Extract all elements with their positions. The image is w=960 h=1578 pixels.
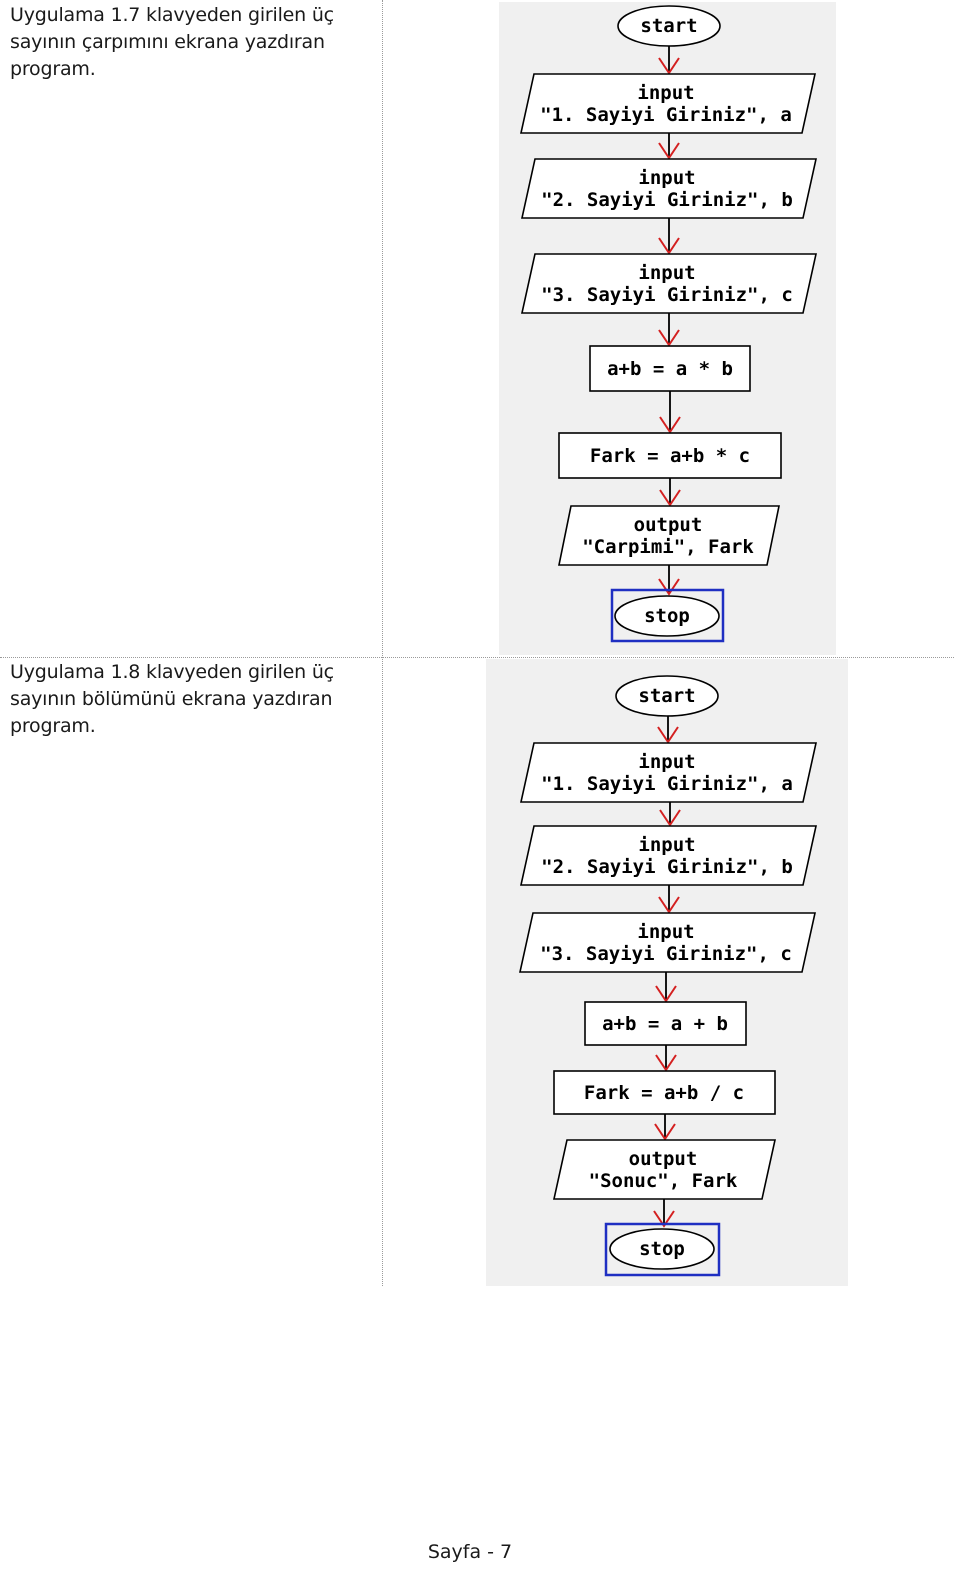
arrowhead — [655, 985, 677, 1003]
process-2-text: Fark = a+b / c — [584, 1082, 744, 1104]
description-line: sayının bölümünü ekrana yazdıran — [10, 688, 333, 710]
description-line: Uygulama 1.7 klavyeden girilen üç — [10, 4, 334, 26]
arrowhead — [658, 237, 680, 255]
arrowhead — [655, 1054, 677, 1072]
input-3-keyword: input — [638, 262, 695, 284]
process-block-2 — [558, 432, 782, 479]
description-line: program. — [10, 715, 96, 737]
input-1-keyword: input — [637, 82, 694, 104]
input-2-prompt: "2. Sayiyi Giriniz", b — [541, 189, 793, 211]
table-column-divider — [382, 0, 383, 1286]
input-1-keyword: input — [638, 751, 695, 773]
description-line: Uygulama 1.8 klavyeden girilen üç — [10, 661, 334, 683]
stop-terminal — [614, 595, 720, 637]
section-1-flowchart: start input "1. Sayiyi Giriniz", a input… — [499, 2, 836, 655]
input-3-prompt: "3. Sayiyi Giriniz", c — [540, 943, 792, 965]
input-1-prompt: "1. Sayiyi Giriniz", a — [540, 104, 792, 126]
start-terminal — [615, 675, 719, 717]
output-values: "Carpimi", Fark — [582, 536, 754, 558]
input-1-block — [520, 73, 816, 134]
arrowhead — [653, 1210, 675, 1228]
process-2-text: Fark = a+b * c — [590, 445, 750, 467]
input-2-keyword: input — [638, 167, 695, 189]
table-row-divider — [0, 657, 954, 658]
input-3-block — [519, 912, 816, 973]
process-1-text: a+b = a + b — [602, 1013, 728, 1035]
arrowhead — [659, 416, 681, 434]
stop-label: stop — [639, 1238, 685, 1260]
output-block — [558, 505, 780, 566]
input-1-block — [520, 742, 817, 803]
process-block-1 — [584, 1001, 747, 1046]
input-3-prompt: "3. Sayiyi Giriniz", c — [541, 284, 793, 306]
section-1-description: Uygulama 1.7 klavyeden girilen üç sayını… — [10, 2, 370, 83]
input-2-prompt: "2. Sayiyi Giriniz", b — [541, 856, 793, 878]
section-2-description: Uygulama 1.8 klavyeden girilen üç sayını… — [10, 659, 370, 740]
stop-label: stop — [644, 605, 690, 627]
process-block-1 — [589, 345, 751, 392]
input-3-keyword: input — [637, 921, 694, 943]
description-line: program. — [10, 58, 96, 80]
output-keyword: output — [629, 1148, 698, 1170]
arrowhead — [658, 329, 680, 347]
input-3-block — [521, 253, 817, 314]
start-label: start — [638, 685, 695, 707]
stop-terminal — [609, 1228, 715, 1270]
section-2-flowchart: start input "1. Sayiyi Giriniz", a input… — [486, 659, 848, 1286]
arrowhead — [658, 896, 680, 914]
output-values: "Sonuc", Fark — [589, 1170, 738, 1192]
output-block — [553, 1139, 776, 1200]
arrowhead — [658, 142, 680, 160]
input-2-block — [520, 825, 817, 886]
arrowhead — [658, 57, 680, 75]
input-2-keyword: input — [638, 834, 695, 856]
description-line: sayının çarpımını ekrana yazdıran — [10, 31, 325, 53]
output-keyword: output — [634, 514, 703, 536]
start-label: start — [640, 15, 697, 37]
arrowhead — [654, 1123, 676, 1141]
process-1-text: a+b = a * b — [607, 358, 733, 380]
input-1-prompt: "1. Sayiyi Giriniz", a — [541, 773, 793, 795]
arrowhead — [657, 726, 679, 744]
arrowhead — [659, 489, 681, 507]
input-2-block — [521, 158, 817, 219]
arrowhead — [659, 809, 681, 827]
arrowhead — [658, 578, 680, 596]
selection-box — [604, 1222, 721, 1277]
selection-box — [610, 588, 725, 643]
page-number: Sayfa - 7 — [427, 1541, 513, 1563]
